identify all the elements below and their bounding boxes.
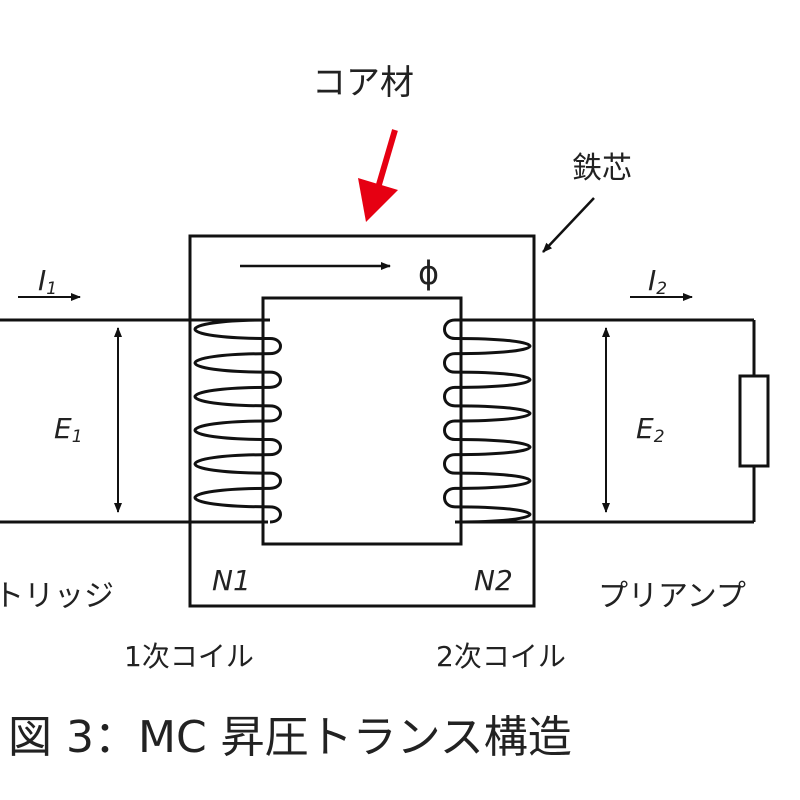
primary-coil-turn (193, 352, 282, 389)
primary-coil-turn (193, 385, 282, 423)
secondary-coil-turn (443, 453, 532, 490)
primary-coil-turn (193, 453, 282, 490)
secondary-coil (443, 318, 532, 524)
iron-core-outer (188, 234, 536, 608)
primary-circuit (0, 318, 270, 524)
current-in-label: I1 (38, 264, 57, 299)
primary-coil-label: 1次コイル (124, 640, 254, 673)
iron-core-leader (542, 197, 595, 253)
secondary-circuit (455, 318, 756, 524)
secondary-coil-turn (443, 385, 532, 423)
core-pointer-arrow (358, 129, 398, 222)
primary-coil-turn (193, 318, 282, 356)
secondary-turns-label: N2 (474, 564, 513, 597)
figure-caption: 図 3：MC 昇圧トランス構造 (8, 712, 572, 763)
cartridge-label: トリッジ (0, 579, 114, 614)
flux-label: ϕ (418, 254, 439, 292)
primary-coil-turn (193, 486, 282, 524)
secondary-coil-turn (443, 318, 532, 356)
voltage-in-label: E1 (54, 412, 83, 447)
iron-core-label: 鉄芯 (572, 151, 632, 186)
primary-coil-turn (193, 419, 282, 457)
core-material-label: コア材 (312, 63, 414, 103)
secondary-coil-label: 2次コイル (436, 640, 566, 673)
preamp-label: プリアンプ (598, 579, 746, 614)
primary-coil (193, 318, 282, 524)
voltage-out-label: E2 (636, 412, 665, 447)
load-resistor (738, 374, 770, 468)
secondary-coil-turn (443, 352, 532, 389)
iron-core-window (261, 296, 463, 546)
secondary-coil-turn (443, 419, 532, 457)
secondary-coil-turn (443, 486, 532, 524)
current-out-label: I2 (648, 264, 667, 299)
primary-turns-label: N1 (212, 564, 251, 597)
